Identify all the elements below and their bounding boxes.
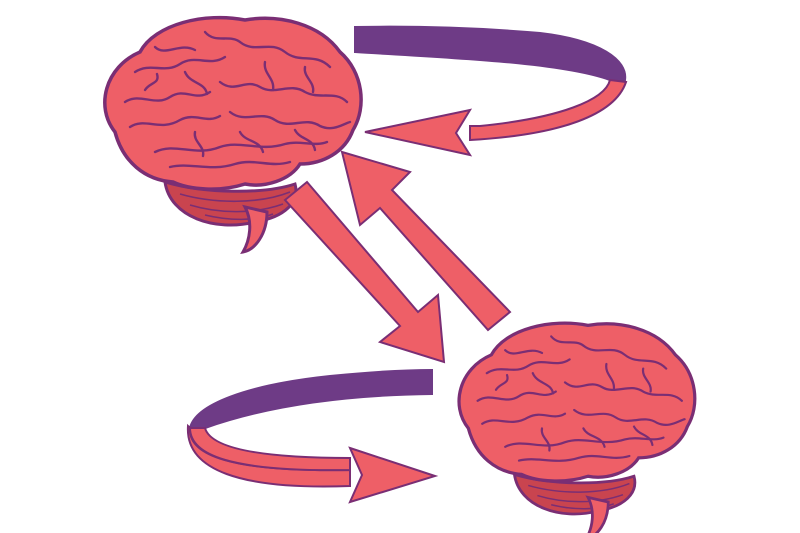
arrow-to-top-brain bbox=[340, 150, 512, 332]
arrow-to-bottom-brain bbox=[283, 180, 446, 364]
self-loop-arrow-top bbox=[354, 25, 628, 157]
brain-icon bbox=[457, 321, 697, 533]
brain-bottom-right bbox=[457, 321, 697, 533]
self-loop-arrow-bottom bbox=[186, 368, 439, 504]
